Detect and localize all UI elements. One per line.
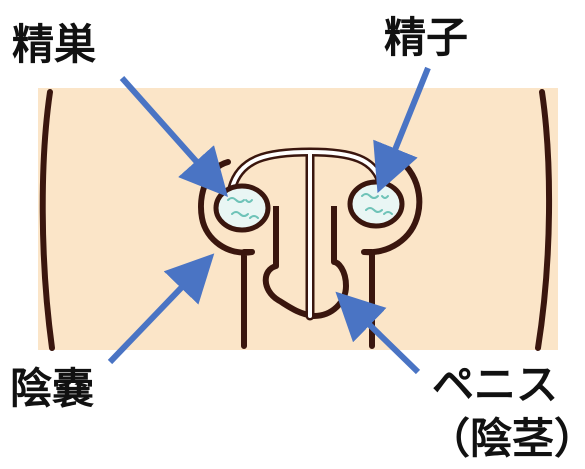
label-penis: ペニス bbox=[432, 360, 559, 409]
sperm-left bbox=[227, 197, 259, 219]
label-scrotum: 陰嚢 bbox=[10, 364, 95, 413]
left-thigh-outline bbox=[39, 89, 55, 351]
label-sperm: 精子 bbox=[384, 13, 469, 62]
label-penis-subtitle: （陰茎） bbox=[428, 414, 585, 463]
arrow-scrotum bbox=[107, 253, 215, 365]
arrow-penis bbox=[335, 291, 421, 375]
label-testis: 精巣 bbox=[12, 20, 97, 69]
right-thigh-outline bbox=[535, 89, 553, 351]
arrow-sperm bbox=[373, 66, 431, 194]
left-testis bbox=[213, 183, 271, 233]
arrow-testis bbox=[119, 76, 228, 197]
right-testis bbox=[347, 179, 405, 229]
duct-left-inner bbox=[230, 150, 312, 190]
sperm-right bbox=[361, 193, 393, 215]
